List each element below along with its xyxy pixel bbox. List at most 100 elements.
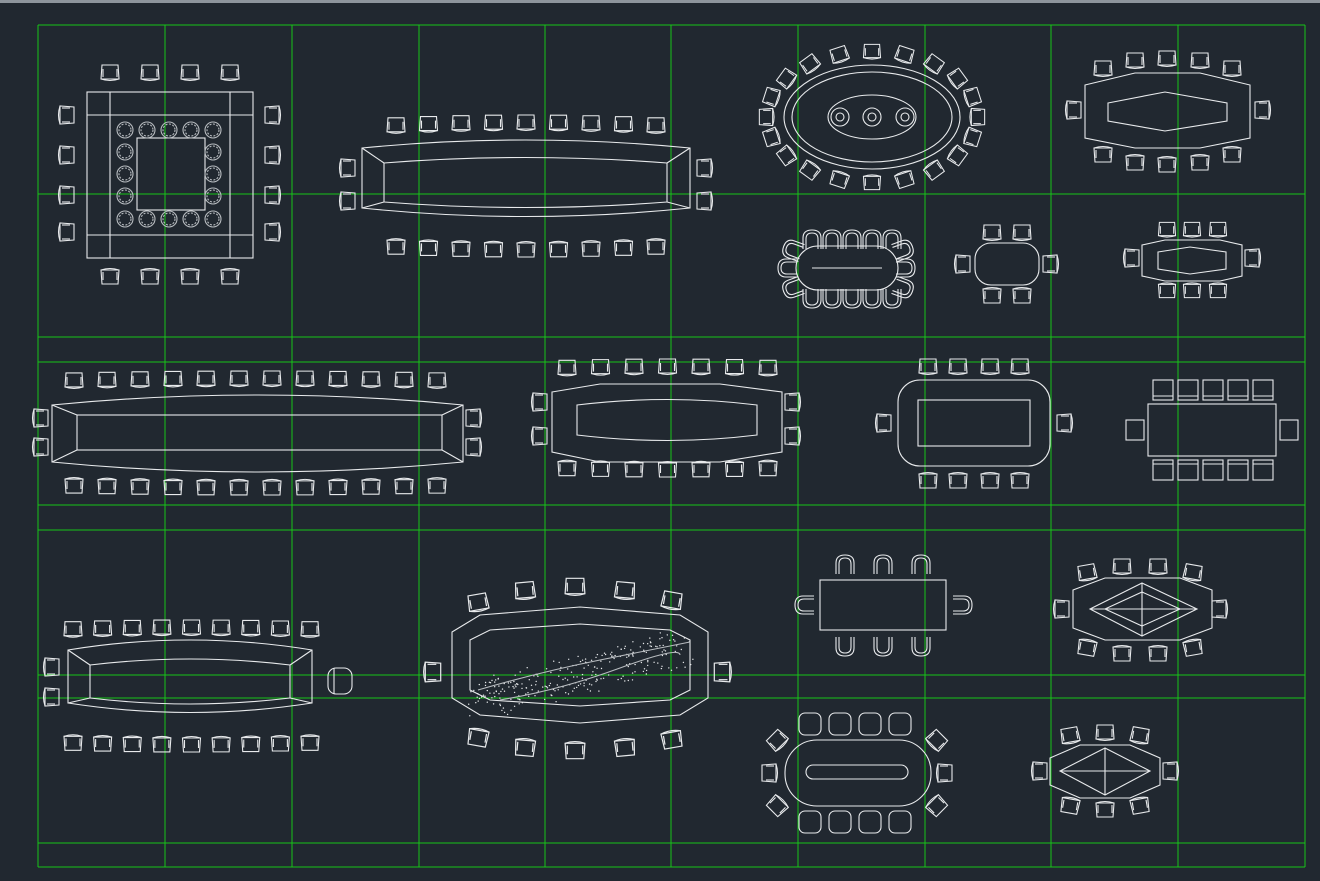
chair[interactable] [1030,761,1048,781]
chair[interactable] [1227,459,1249,481]
chair[interactable] [264,222,282,242]
chair[interactable] [64,372,84,390]
round-stool[interactable] [116,143,134,161]
chair[interactable] [798,712,822,736]
chair[interactable] [557,459,577,477]
chair[interactable] [1152,459,1174,481]
chair[interactable] [646,238,666,255]
chair[interactable] [122,735,142,753]
chair[interactable] [386,117,406,134]
round-stool[interactable] [160,121,178,139]
chair[interactable] [1052,599,1070,619]
chair[interactable] [1122,248,1140,268]
chair[interactable] [1076,562,1098,583]
chair[interactable] [140,267,160,285]
chair[interactable] [548,240,569,258]
chair[interactable] [1157,282,1177,299]
chair[interactable] [264,105,282,125]
chair[interactable] [802,229,822,250]
chair[interactable] [451,240,471,257]
chair[interactable] [862,43,882,60]
chair[interactable] [798,52,822,76]
chair[interactable] [911,636,931,657]
chair[interactable] [338,158,356,178]
chair[interactable] [1059,725,1081,746]
chair[interactable] [93,620,113,637]
chair[interactable] [483,240,504,258]
chair[interactable] [241,619,261,637]
round-stool[interactable] [116,121,134,139]
chair[interactable] [130,371,150,388]
chair[interactable] [1112,644,1132,662]
boat-table-top-center[interactable] [338,114,714,258]
chair[interactable] [1244,248,1262,268]
chair[interactable] [961,85,983,108]
chair[interactable] [57,222,75,242]
chair[interactable] [842,288,862,309]
small-hexagon-table[interactable] [1122,221,1262,299]
chair[interactable] [952,595,973,615]
chair[interactable] [945,143,969,168]
chair[interactable] [775,143,799,168]
chair[interactable] [624,460,644,478]
chair[interactable] [798,158,822,182]
chair[interactable] [761,763,779,783]
chair[interactable] [264,145,282,165]
chair[interactable] [1252,379,1274,401]
chair[interactable] [1222,145,1242,163]
hatched-rectangle-table[interactable] [874,358,1074,489]
racetrack-table-bottom[interactable] [761,712,953,834]
round-stool[interactable] [138,210,156,228]
chair[interactable] [361,478,381,495]
chair[interactable] [466,726,490,748]
diamond-hexagon-table-small[interactable] [1030,724,1180,818]
chair[interactable] [1182,562,1204,583]
chair[interactable] [765,728,790,753]
chair[interactable] [361,371,381,388]
rectangle-table-square-chairs[interactable] [1125,379,1299,481]
hexagon-table-top-right[interactable] [1064,50,1272,173]
chair[interactable] [873,636,893,657]
chair[interactable] [1182,282,1202,299]
chair[interactable] [483,114,504,132]
chair[interactable] [97,477,117,495]
chair[interactable] [1208,221,1228,238]
chair[interactable] [122,619,142,637]
chair[interactable] [262,478,282,496]
round-stool[interactable] [204,187,222,205]
chair[interactable] [1254,100,1272,120]
chair[interactable] [980,358,1000,376]
chair[interactable] [590,460,611,477]
chair[interactable] [918,471,938,489]
chair[interactable] [1222,60,1242,78]
chair[interactable] [64,476,84,494]
chair[interactable] [873,554,893,575]
chair[interactable] [581,115,601,132]
chair[interactable] [328,478,348,496]
chair[interactable] [1059,795,1081,816]
chair[interactable] [1010,471,1030,489]
chair[interactable] [1148,558,1168,576]
chair[interactable] [1157,155,1177,173]
chair[interactable] [828,810,852,834]
chair[interactable] [516,240,536,258]
chair[interactable] [300,621,320,638]
chair[interactable] [1227,379,1249,401]
hatched-racetrack-table[interactable] [953,224,1060,304]
chair[interactable] [300,734,320,751]
chair[interactable] [386,238,406,255]
chair[interactable] [229,370,249,388]
chair[interactable] [564,741,586,760]
chair[interactable] [691,358,711,376]
chair[interactable] [691,460,711,478]
chair[interactable] [1279,419,1299,441]
chair[interactable] [1076,637,1098,658]
chair[interactable] [961,126,983,149]
chair[interactable] [982,224,1002,242]
chair[interactable] [57,145,75,165]
chair[interactable] [1157,50,1177,68]
chair[interactable] [613,580,637,601]
chair[interactable] [229,478,249,496]
chair[interactable] [657,460,678,478]
